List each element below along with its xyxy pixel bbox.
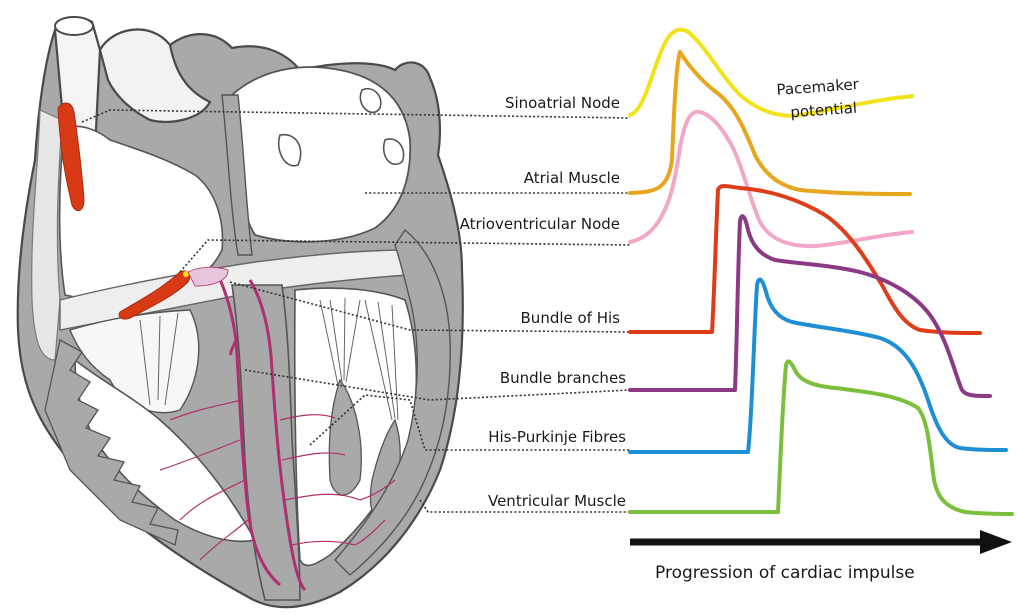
pacemaker-label-line1: Pacemaker (776, 75, 860, 99)
label-atrioventricular-node: Atrioventricular Node (460, 215, 620, 233)
wave-ventricular-muscle (630, 361, 1012, 514)
label-bundle-of-his: Bundle of His (521, 309, 621, 327)
left-atrium-chamber (232, 67, 410, 242)
wave-atrial-muscle (630, 52, 910, 194)
label-sinoatrial-node: Sinoatrial Node (505, 94, 620, 112)
tissue-labels: Sinoatrial Node Atrial Muscle Atrioventr… (460, 94, 627, 510)
pacemaker-label-line2: potential (790, 99, 858, 122)
vena-cava-opening (55, 17, 93, 35)
label-his-purkinje-fibres: His-Purkinje Fibres (488, 428, 626, 446)
wave-bundle-branches (630, 216, 990, 396)
label-ventricular-muscle: Ventricular Muscle (488, 492, 626, 510)
label-bundle-branches: Bundle branches (500, 369, 626, 387)
progression-arrow (630, 530, 1012, 554)
progression-label: Progression of cardiac impulse (655, 563, 915, 583)
wave-sinoatrial-node (630, 30, 912, 116)
heart-illustration (18, 17, 463, 607)
wave-his-purkinje-fibres (630, 280, 1006, 452)
label-atrial-muscle: Atrial Muscle (524, 169, 620, 187)
